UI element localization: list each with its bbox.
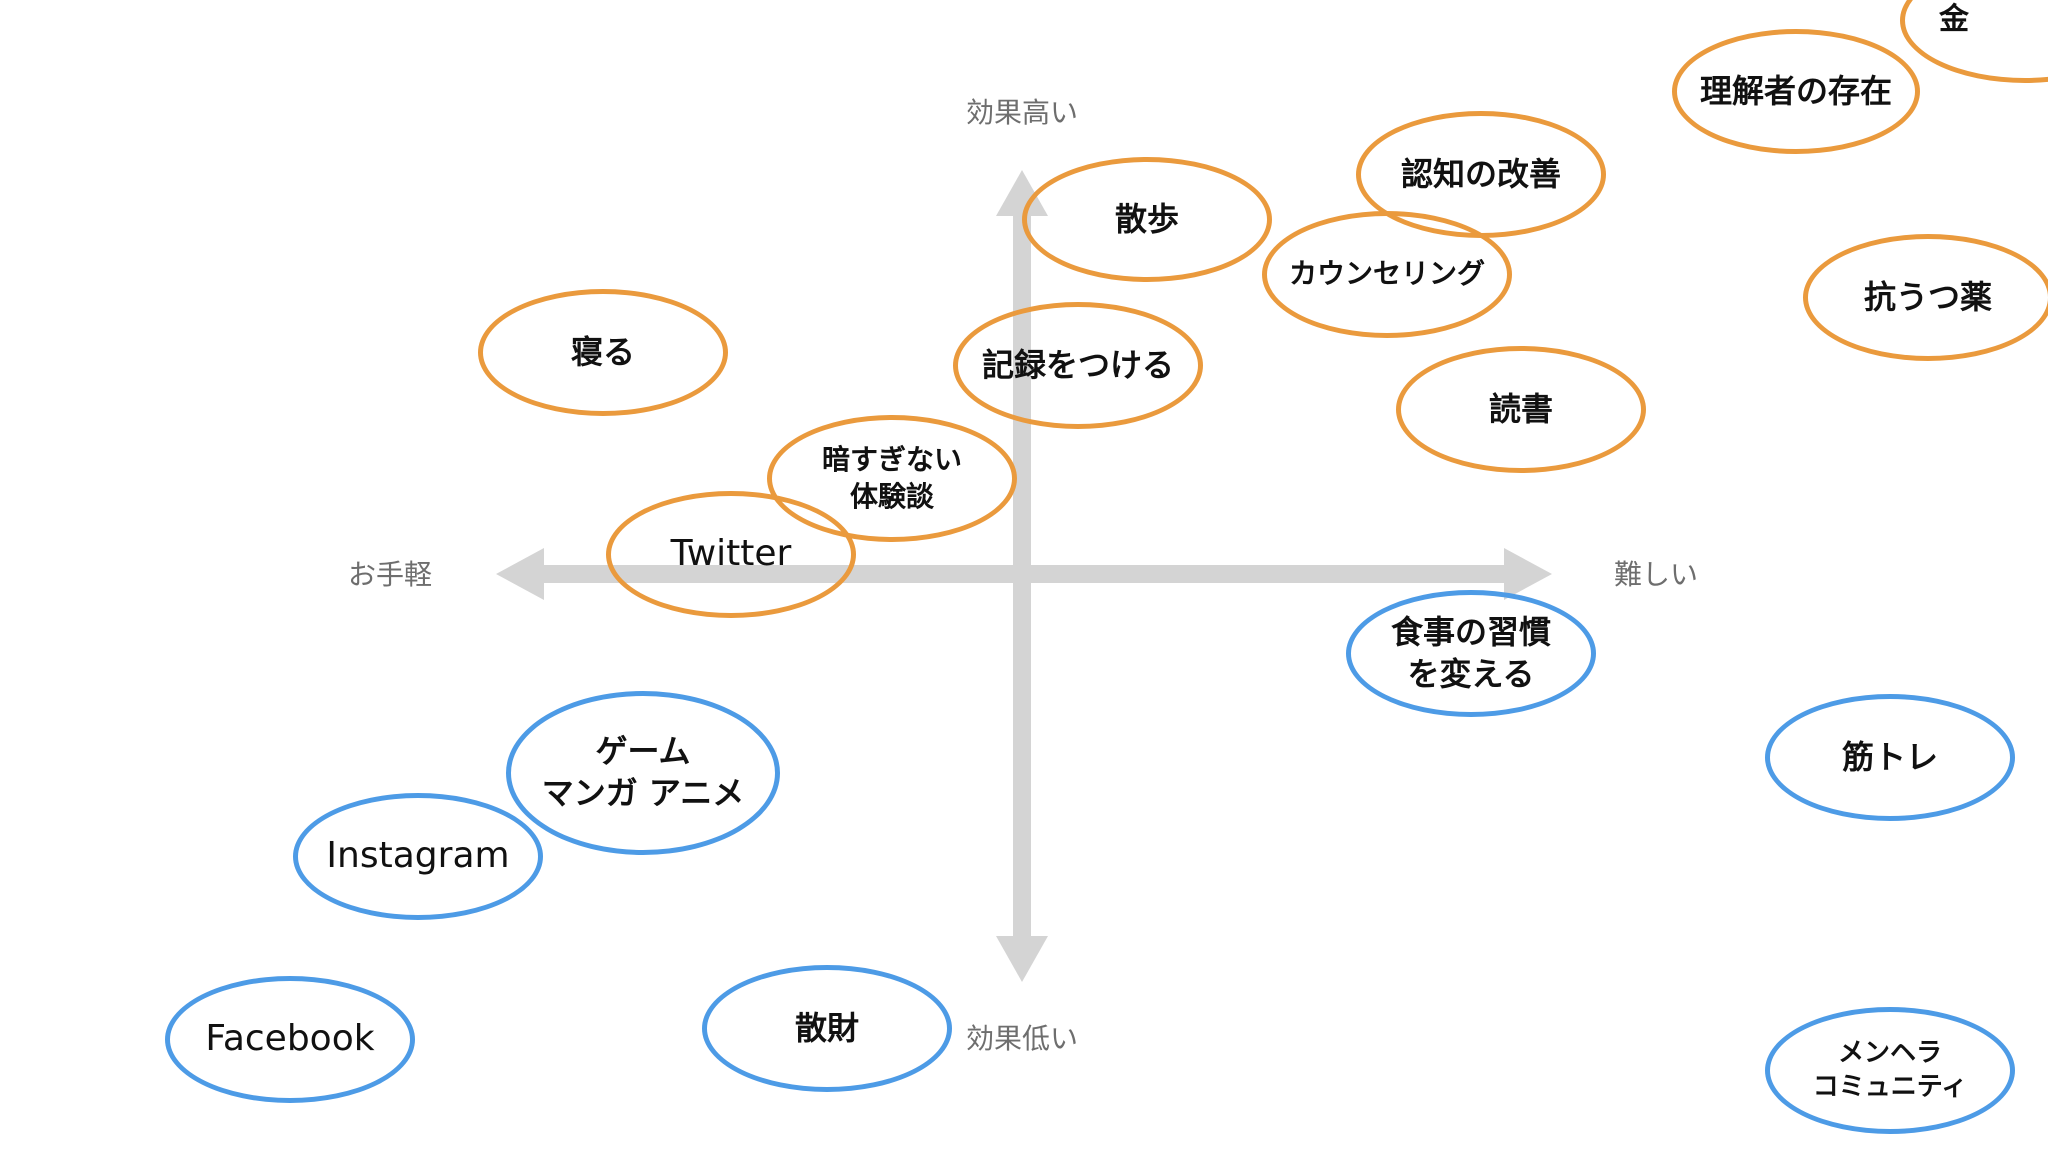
bubble-label: 認知の改善: [1400, 154, 1561, 193]
bubble-keep-records[interactable]: 記録をつける: [953, 302, 1203, 429]
bubble-antidepressant[interactable]: 抗うつ薬: [1803, 234, 2048, 361]
bubble-menhera-community[interactable]: メンヘラ コミュニティ: [1765, 1007, 2015, 1134]
bubble-label-line-2: を変える: [1407, 654, 1535, 693]
axis-label-difficult: 難しい: [1614, 558, 1699, 591]
bubble-label: 記録をつける: [981, 345, 1174, 384]
left-arrow-head: [496, 548, 544, 600]
axis-label-easy: お手軽: [348, 558, 433, 591]
bubble-splurge[interactable]: 散財: [702, 965, 952, 1092]
bubble-label: 読書: [1488, 389, 1553, 428]
bubble-label: 散歩: [1114, 199, 1179, 238]
bubble-label: 抗うつ薬: [1863, 277, 1992, 316]
bubble-experience-stories[interactable]: 暗すぎない 体験談: [767, 415, 1017, 542]
bubble-label: 金: [1939, 2, 1969, 37]
bubble-label: 寝る: [570, 332, 635, 371]
bubble-label-line-2: マンガ アニメ: [541, 774, 745, 812]
bubble-facebook[interactable]: Facebook: [165, 976, 415, 1103]
bubble-twitter[interactable]: Twitter: [606, 491, 856, 618]
bubble-instagram[interactable]: Instagram: [293, 793, 543, 920]
axis-label-high-effect: 効果高い: [966, 96, 1079, 129]
bubble-change-eating-habits[interactable]: 食事の習慣 を変える: [1346, 590, 1596, 717]
right-arrow-head: [1504, 548, 1552, 600]
down-arrow-head: [996, 936, 1048, 982]
bubble-label-line-1: 食事の習慣: [1390, 612, 1551, 651]
bubble-label: カウンセリング: [1288, 257, 1485, 291]
bubble-games-manga-anime[interactable]: ゲーム マンガ アニメ: [506, 691, 780, 855]
bubble-sleep[interactable]: 寝る: [478, 289, 728, 416]
bubble-label-line-1: 暗すぎない: [821, 443, 962, 477]
bubble-label: Twitter: [670, 533, 792, 575]
bubble-label: 筋トレ: [1841, 737, 1938, 776]
axis-label-low-effect: 効果低い: [966, 1022, 1079, 1055]
bubble-walk[interactable]: 散歩: [1022, 157, 1272, 282]
bubble-label: Instagram: [326, 835, 510, 877]
bubble-understanding-person[interactable]: 理解者の存在: [1672, 29, 1920, 154]
bubble-label-line-2: 体験談: [849, 479, 934, 513]
bubble-label-line-2: コミュニティ: [1812, 1071, 1968, 1102]
bubble-reading[interactable]: 読書: [1396, 346, 1646, 473]
bubble-counseling[interactable]: カウンセリング: [1262, 211, 1512, 338]
bubble-label-line-1: ゲーム: [595, 732, 691, 771]
bubble-label: Facebook: [205, 1018, 375, 1060]
bubble-label: 理解者の存在: [1699, 71, 1892, 110]
bubble-strength-training[interactable]: 筋トレ: [1765, 694, 2015, 821]
bubble-label: 散財: [794, 1008, 859, 1047]
bubble-label-line-1: メンヘラ: [1837, 1037, 1942, 1068]
